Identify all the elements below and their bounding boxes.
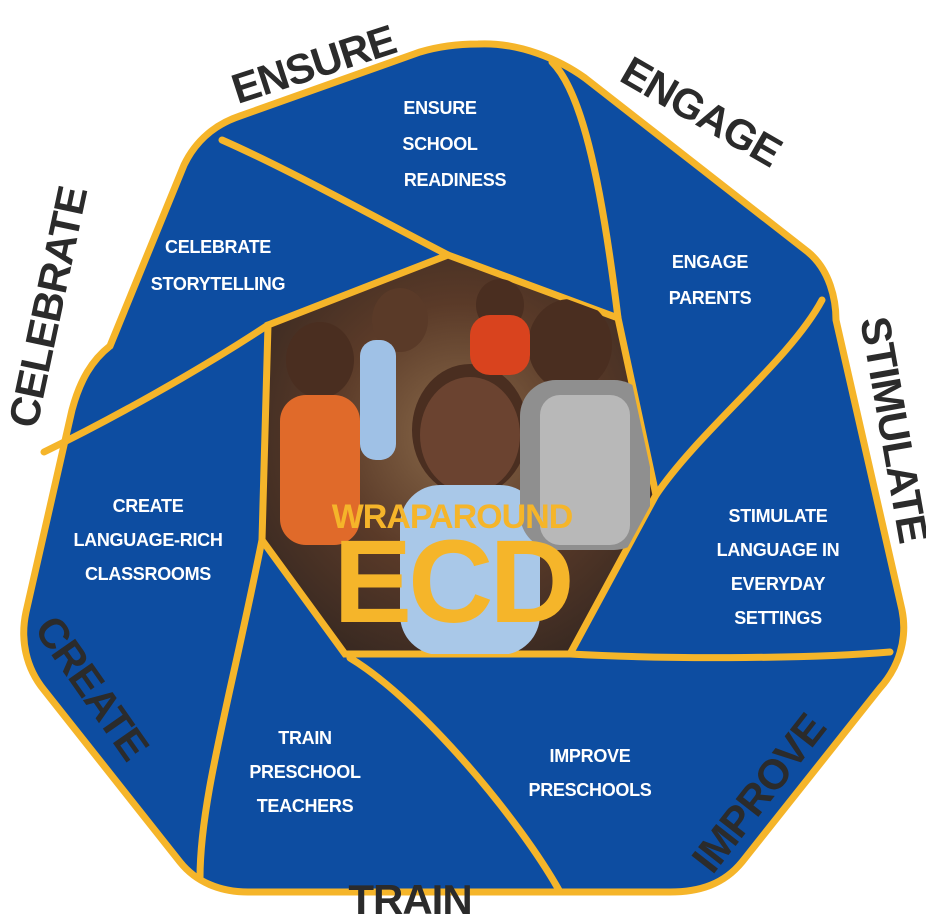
segment-create-line-2: LANGUAGE-RICH: [73, 530, 222, 550]
segment-ensure-line-3: READINESS: [404, 170, 507, 190]
divider-stimulate-improve: [566, 648, 894, 662]
segment-engage-line-2: PARENTS: [669, 288, 752, 308]
segment-celebrate-line-1: CELEBRATE: [165, 237, 271, 257]
segment-engage-line-1: ENGAGE: [672, 252, 749, 272]
segment-create-line-3: CLASSROOMS: [85, 564, 211, 584]
center-photo: [258, 251, 660, 658]
segment-train-line-1: TRAIN: [278, 728, 332, 748]
segment-ensure: ENSURE SCHOOL READINESS: [402, 98, 506, 190]
segment-ensure-line-1: ENSURE: [403, 98, 477, 118]
center-title-small: WRAPAROUND: [332, 498, 573, 536]
segment-stimulate-line-3: EVERYDAY: [731, 574, 826, 594]
segment-create-line-1: CREATE: [113, 496, 184, 516]
segment-ensure-line-2: SCHOOL: [402, 134, 478, 154]
outer-label-train: TRAIN: [348, 876, 471, 919]
segment-improve-line-2: PRESCHOOLS: [528, 780, 651, 800]
segment-celebrate: CELEBRATE STORYTELLING: [151, 237, 286, 294]
segment-train-line-3: TEACHERS: [257, 796, 354, 816]
segment-improve: IMPROVE PRESCHOOLS: [528, 746, 652, 800]
divider-create-celebrate: [40, 321, 272, 456]
segment-stimulate-line-1: STIMULATE: [729, 506, 828, 526]
segment-stimulate-line-2: LANGUAGE IN: [717, 540, 840, 560]
divider-train-create: [196, 536, 266, 882]
segment-stimulate: STIMULATE LANGUAGE IN EVERYDAY SETTINGS: [717, 506, 840, 628]
divider-ensure-engage: [548, 58, 622, 322]
segment-stimulate-line-4: SETTINGS: [734, 608, 822, 628]
center-title-big: ECD: [333, 516, 570, 648]
segment-dividers: [40, 58, 894, 896]
segment-improve-line-1: IMPROVE: [550, 746, 631, 766]
segment-engage: ENGAGE PARENTS: [669, 252, 752, 308]
segment-train-line-2: PRESCHOOL: [249, 762, 361, 782]
segment-celebrate-line-2: STORYTELLING: [151, 274, 285, 294]
divider-engage-stimulate: [652, 296, 826, 499]
segment-train: TRAIN PRESCHOOL TEACHERS: [249, 728, 361, 816]
divider-celebrate-ensure: [218, 136, 452, 259]
divider-improve-train: [346, 654, 564, 896]
segment-create: CREATE LANGUAGE-RICH CLASSROOMS: [73, 496, 222, 584]
